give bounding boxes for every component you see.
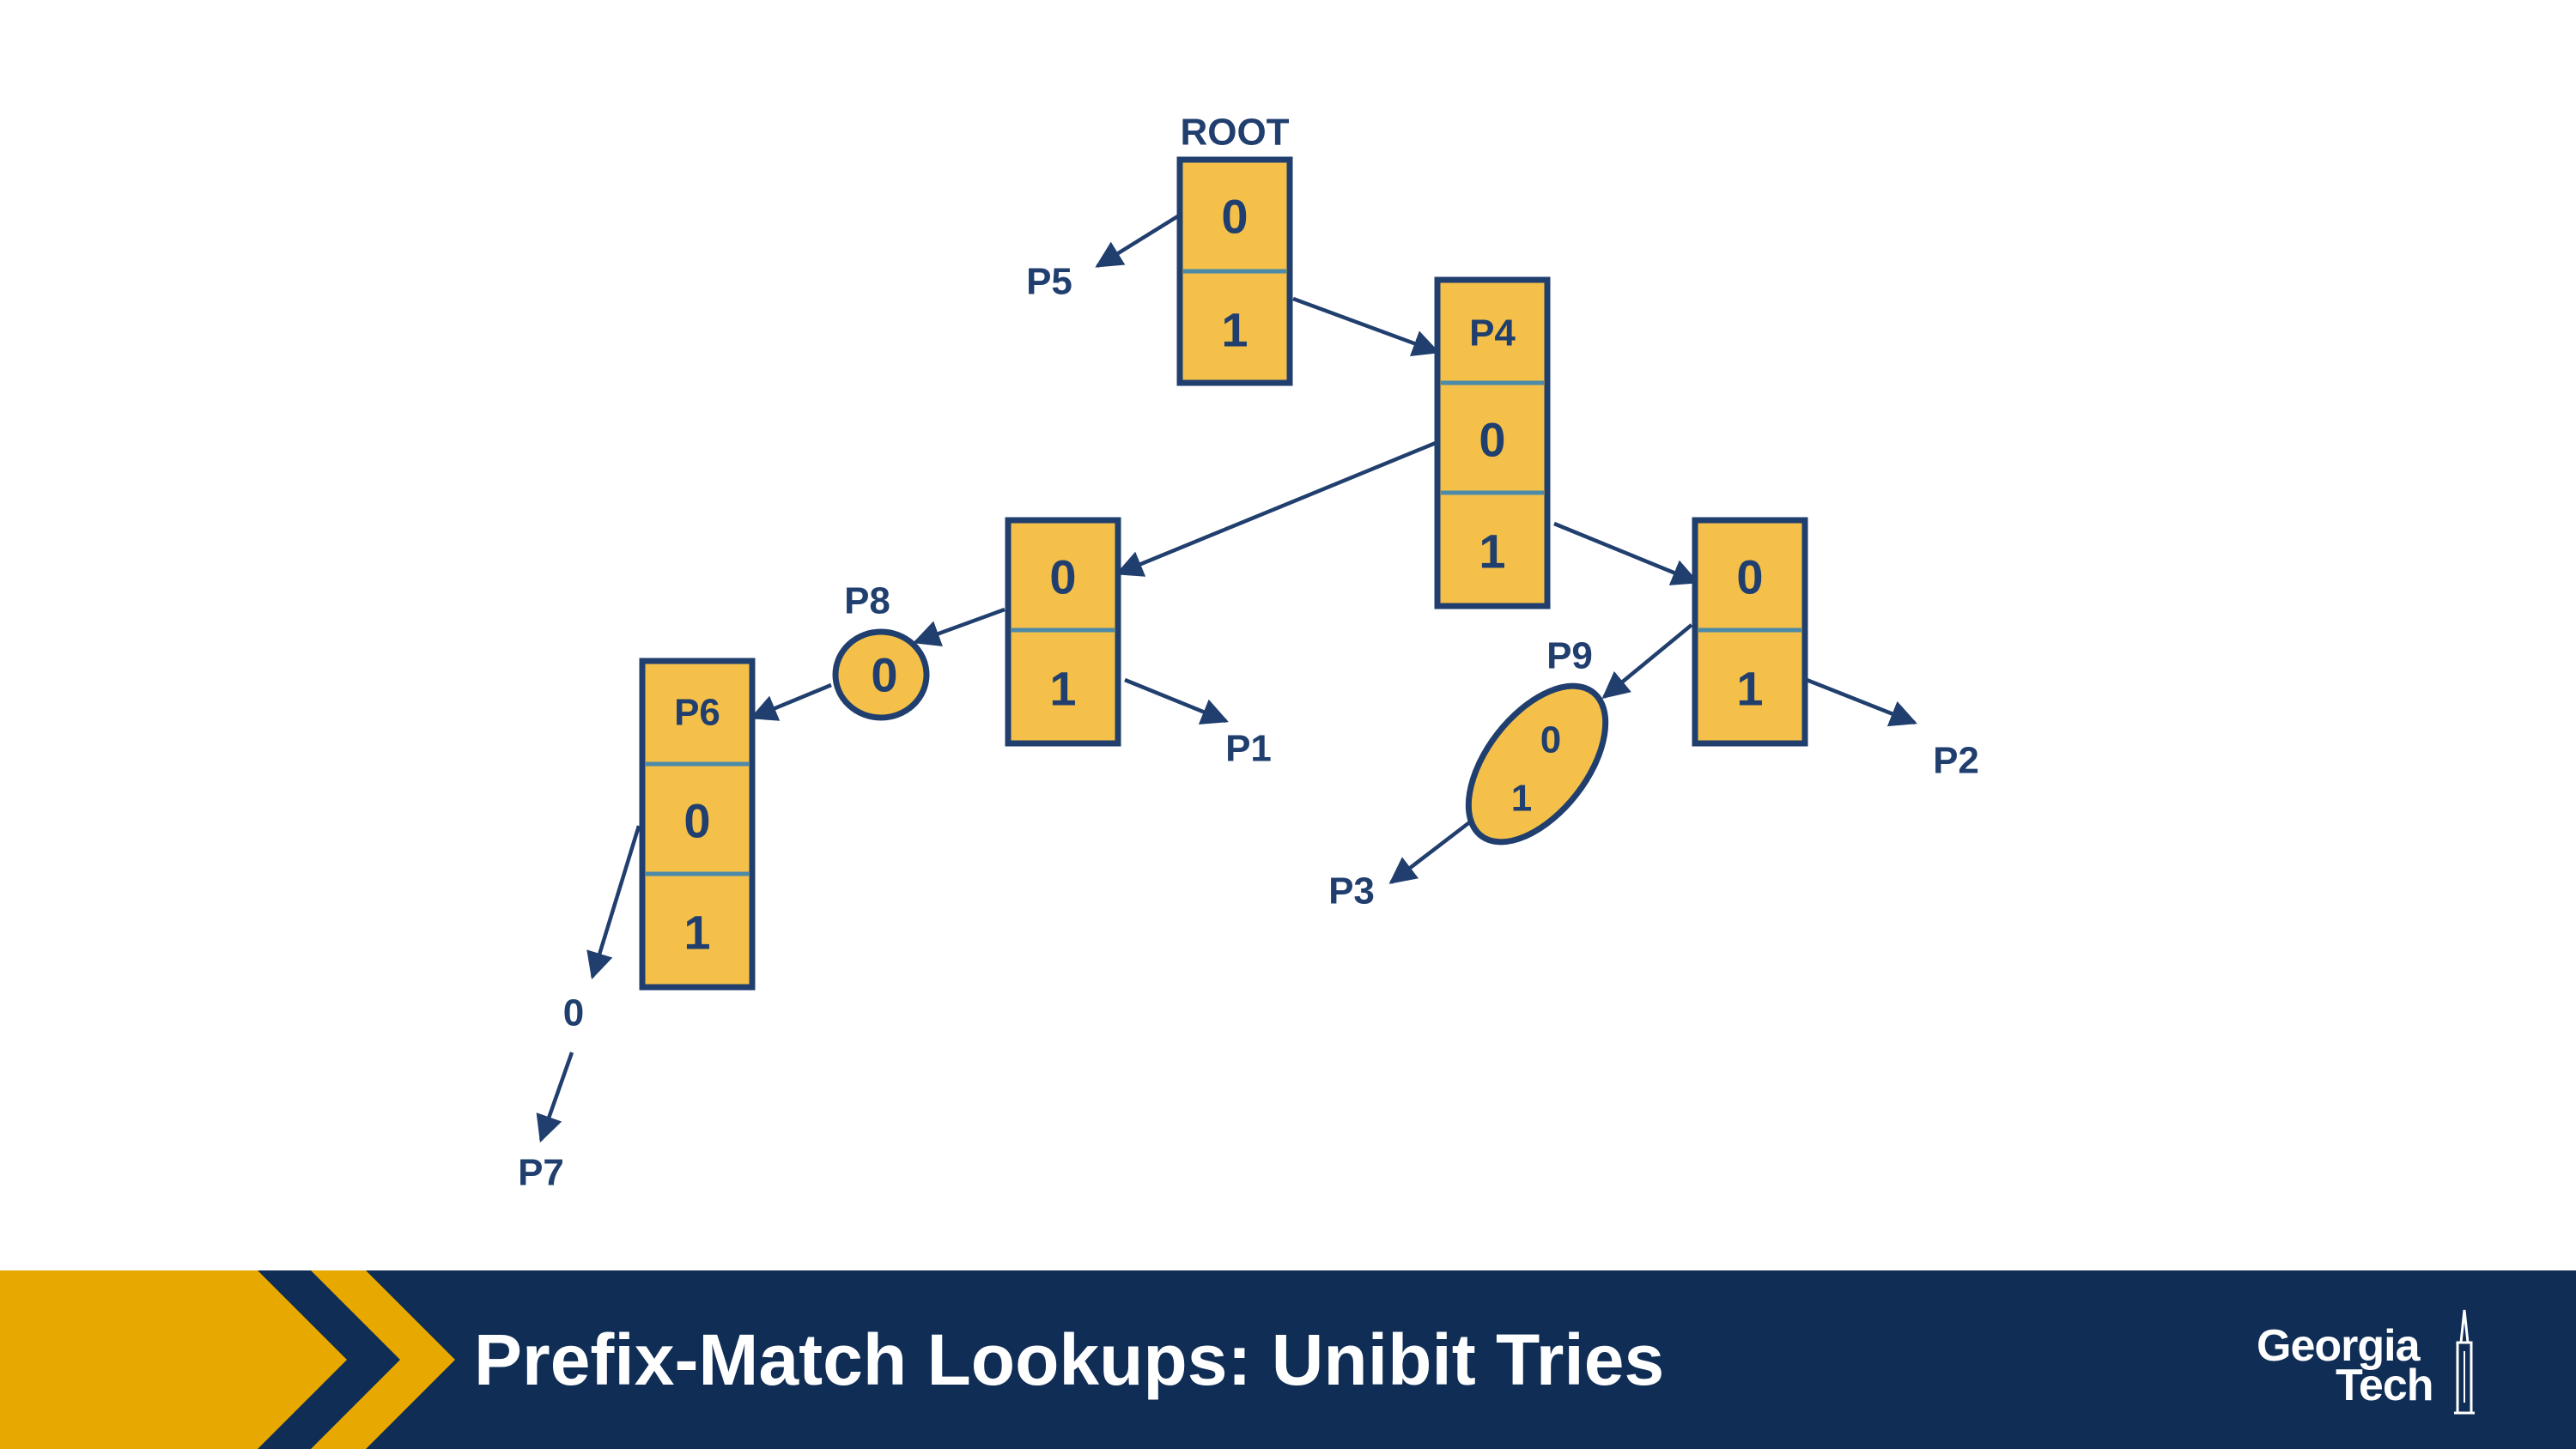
edge-right-to-p9 [1601, 623, 1693, 700]
tech-tower-icon [2454, 1309, 2475, 1415]
root-cell-1: 1 [1221, 303, 1248, 357]
p6-prefix-cell: P6 [674, 692, 720, 734]
logo-text-georgia: Georgia [2257, 1321, 2420, 1371]
right-cell-1: 1 [1736, 662, 1763, 716]
p4-node: P4 0 1 [1434, 276, 1551, 609]
left-cell-0: 0 [1049, 550, 1076, 604]
logo-text-tech: Tech [2336, 1361, 2434, 1410]
root-cell-0: 0 [1221, 190, 1248, 244]
prefix-labels: P5 P1 P2 P3 0 P7 [518, 261, 1979, 1194]
p8-cell-0: 0 [871, 648, 897, 702]
root-label: ROOT [1180, 112, 1289, 154]
edge-p6-to-zero [586, 825, 641, 980]
edge-right-to-p2 [1806, 677, 1917, 727]
intermediate-bit-zero: 0 [563, 992, 584, 1034]
edge-p8-to-p6 [750, 682, 832, 721]
right-cell-0: 0 [1736, 550, 1763, 604]
edge-root-to-p5 [1095, 211, 1185, 268]
edge-p9-to-p3 [1388, 819, 1473, 884]
left-cell-1: 1 [1049, 662, 1076, 716]
trie-edges [536, 211, 1917, 1143]
edge-zero-to-p7 [536, 1052, 574, 1143]
p6-cell-0: 0 [683, 794, 710, 848]
p6-node: P6 0 1 [639, 658, 756, 991]
root-node: ROOT 0 1 [1176, 112, 1293, 386]
chevron-decoration [0, 1270, 455, 1449]
prefix-label-p1: P1 [1225, 728, 1272, 770]
edge-p4-to-right [1553, 521, 1699, 585]
prefix-label-p7: P7 [518, 1152, 564, 1194]
p6-cell-1: 1 [683, 906, 710, 960]
prefix-label-p3: P3 [1328, 870, 1375, 912]
p9-label: P9 [1546, 635, 1593, 677]
trie-diagram: ROOT 0 1 P4 0 1 0 1 0 1 P6 0 1 P8 [518, 112, 1979, 1194]
p9-cell-1: 1 [1511, 778, 1532, 820]
edge-left-to-p8 [913, 607, 1005, 647]
prefix-label-p5: P5 [1026, 261, 1072, 303]
p4-cell-1: 1 [1479, 524, 1505, 579]
p8-node: P8 0 [832, 580, 930, 721]
p9-node: P9 0 1 [1465, 635, 1609, 846]
p9-cell-0: 0 [1540, 719, 1561, 761]
p4-prefix-cell: P4 [1469, 312, 1516, 355]
georgia-tech-logo: Georgia Tech [2250, 1308, 2490, 1420]
prefix-label-p2: P2 [1933, 740, 1979, 782]
left-node: 0 1 [1005, 517, 1121, 747]
p8-label: P8 [844, 580, 890, 622]
p4-cell-0: 0 [1479, 413, 1505, 467]
edge-left-to-p1 [1124, 677, 1229, 724]
footer-banner: Prefix-Match Lookups: Unibit Tries Georg… [0, 1270, 2576, 1449]
right-node: 0 1 [1692, 517, 1808, 747]
edge-root-to-p4 [1292, 296, 1440, 356]
edge-p4-to-left [1115, 440, 1437, 577]
slide-title: Prefix-Match Lookups: Unibit Tries [474, 1319, 1665, 1400]
